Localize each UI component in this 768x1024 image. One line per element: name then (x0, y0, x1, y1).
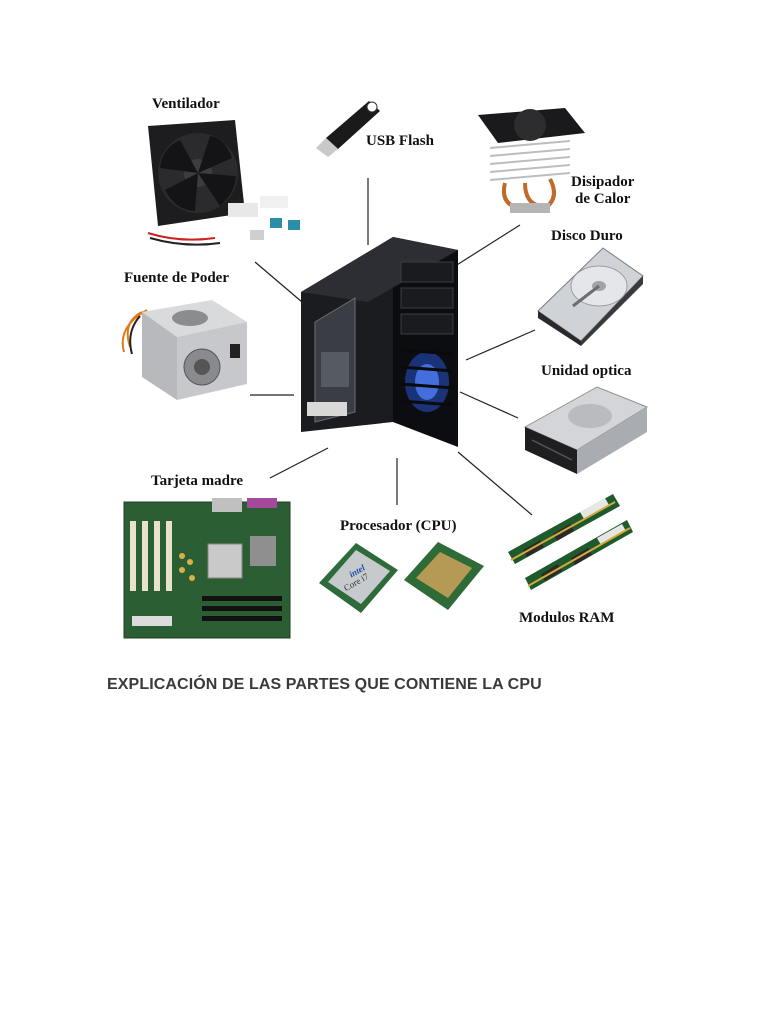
label-fan: Ventilador (152, 96, 220, 112)
ram-modules-image (508, 494, 633, 590)
label-heatsink-2: de Calor (575, 191, 631, 207)
fan-image (147, 120, 300, 246)
heatsink-image (478, 108, 585, 213)
power-supply-image (121, 300, 247, 400)
label-ram: Modulos RAM (519, 610, 615, 626)
label-cpu: Procesador (CPU) (340, 518, 457, 534)
label-heatsink-1: Disipador (571, 174, 635, 190)
cpu-image (319, 542, 484, 613)
hard-disk-image (537, 247, 644, 346)
label-psu: Fuente de Poder (124, 270, 229, 286)
page-caption: EXPLICACIÓN DE LAS PARTES QUE CONTIENE L… (107, 676, 542, 693)
label-usb: USB Flash (366, 133, 434, 149)
connector-lines (250, 178, 536, 516)
pc-tower-image (301, 237, 458, 447)
optical-drive-image (523, 386, 649, 474)
motherboard-image (123, 498, 291, 639)
label-motherboard: Tarjeta madre (151, 473, 244, 489)
label-optical: Unidad optica (541, 363, 632, 379)
label-hdd: Disco Duro (551, 228, 623, 244)
components-diagram: Ventilador USB Flash (121, 96, 649, 639)
usb-flash-image (316, 101, 380, 157)
